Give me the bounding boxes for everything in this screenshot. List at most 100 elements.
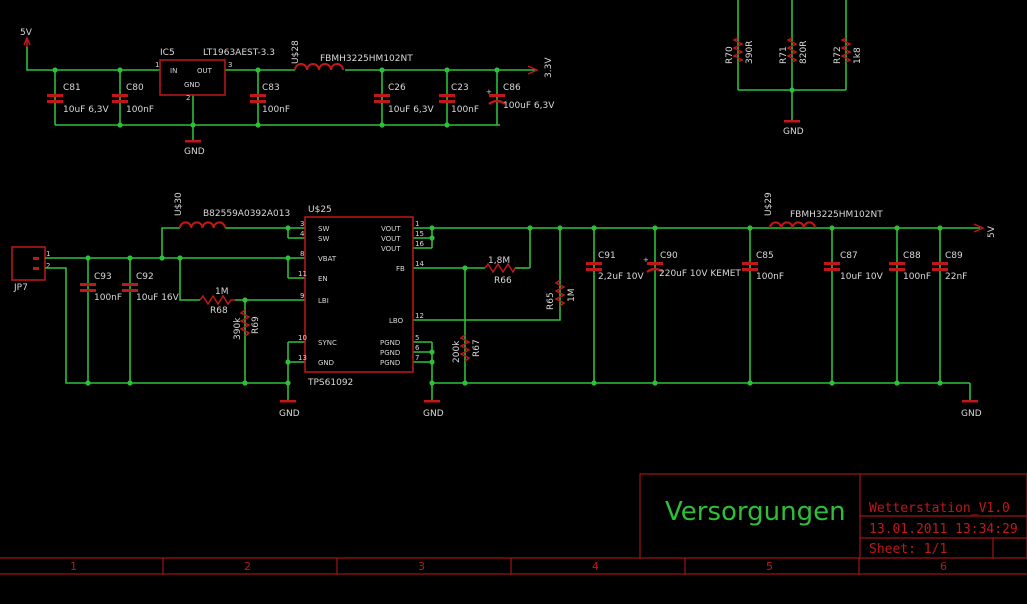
svg-text:PGND: PGND xyxy=(380,349,400,357)
svg-text:100nF: 100nF xyxy=(126,105,154,115)
r68-ref: R68 xyxy=(210,306,228,316)
svg-text:8: 8 xyxy=(300,250,304,258)
svg-text:C90: C90 xyxy=(660,251,678,261)
svg-text:4: 4 xyxy=(300,230,305,238)
timestamp: 13.01.2011 13:34:29 xyxy=(869,522,1018,537)
svg-text:7: 7 xyxy=(415,354,419,362)
svg-text:11: 11 xyxy=(298,270,307,278)
regulator-section: 5V IC5 LT1963AEST-3.3 IN xyxy=(20,28,555,157)
column-label: 6 xyxy=(940,560,947,573)
svg-text:C89: C89 xyxy=(945,251,963,261)
svg-text:16: 16 xyxy=(415,240,424,248)
capacitor-c80: C80 100nF xyxy=(112,83,154,115)
pin-num: 1 xyxy=(155,61,159,69)
supply-arrow-5v xyxy=(973,223,985,233)
capacitor-c85: C85 100nF xyxy=(742,251,784,282)
ic5-body xyxy=(159,59,226,96)
svg-text:2,2uF 10V: 2,2uF 10V xyxy=(598,272,645,282)
title-block xyxy=(639,473,1027,559)
supply-arrow-33v xyxy=(527,65,539,75)
svg-text:C92: C92 xyxy=(136,272,154,282)
r65-value: 1M xyxy=(567,289,577,303)
r68-value: 1M xyxy=(215,287,229,297)
svg-text:VBAT: VBAT xyxy=(318,255,337,263)
svg-text:GND: GND xyxy=(279,409,300,419)
r66-value: 1,8M xyxy=(488,256,510,266)
svg-text:100nF: 100nF xyxy=(451,105,479,115)
svg-text:10uF 6,3V: 10uF 6,3V xyxy=(63,105,110,115)
svg-text:EN: EN xyxy=(318,275,328,283)
u25-ref: U$25 xyxy=(308,205,332,215)
svg-text:PGND: PGND xyxy=(380,339,400,347)
u25-value: TPS61092 xyxy=(307,378,353,388)
capacitor-c23: C23 100nF xyxy=(439,83,479,115)
svg-text:C23: C23 xyxy=(451,83,469,93)
pin-num: 2 xyxy=(186,94,190,102)
column-label: 1 xyxy=(70,560,77,573)
column-label: 2 xyxy=(244,560,251,573)
sheet-number: Sheet: 1/1 xyxy=(869,542,947,557)
capacitor-c26: C26 10uF 6,3V xyxy=(374,83,435,115)
u28-value: FBMH3225HM102NT xyxy=(320,54,413,64)
net-label-5v: 5V xyxy=(20,28,33,38)
svg-text:2: 2 xyxy=(46,262,50,270)
svg-text:100nF: 100nF xyxy=(903,272,931,282)
resistor-r66 xyxy=(484,262,516,274)
svg-text:9: 9 xyxy=(300,292,304,300)
capacitor-c92: C92 10uF 16V xyxy=(122,272,180,303)
svg-text:10uF 6,3V: 10uF 6,3V xyxy=(388,105,435,115)
svg-text:3: 3 xyxy=(300,220,304,228)
u30-value: B82559A0392A013 xyxy=(203,209,290,219)
svg-text:10uF 16V: 10uF 16V xyxy=(136,293,180,303)
svg-text:SW: SW xyxy=(318,235,329,243)
svg-text:C26: C26 xyxy=(388,83,406,93)
inductor-u28 xyxy=(294,63,344,71)
svg-text:VOUT: VOUT xyxy=(381,245,401,253)
svg-text:FB: FB xyxy=(396,265,405,273)
r72-value: 1k8 xyxy=(853,47,863,64)
resistor-divider: R70 390R R71 820R R72 1k8 GND xyxy=(725,0,863,137)
svg-text:100nF: 100nF xyxy=(262,105,290,115)
svg-text:1: 1 xyxy=(46,250,50,258)
jp7-ref: JP7 xyxy=(13,283,28,293)
svg-text:12: 12 xyxy=(415,312,424,320)
svg-text:100nF: 100nF xyxy=(756,272,784,282)
svg-text:C86: C86 xyxy=(503,83,521,93)
r69-ref: R69 xyxy=(251,316,261,334)
resistor-r67 xyxy=(459,334,471,362)
inductor-u30 xyxy=(179,221,226,229)
junctions-bottom xyxy=(85,225,943,386)
svg-text:C85: C85 xyxy=(756,251,774,261)
ic5-value: LT1963AEST-3.3 xyxy=(203,48,275,58)
svg-text:C93: C93 xyxy=(94,272,112,282)
capacitor-c90: + C90 220uF 10V KEMET xyxy=(643,251,741,279)
wire xyxy=(26,47,160,71)
svg-text:220uF 10V KEMET: 220uF 10V KEMET xyxy=(659,269,741,279)
svg-text:6: 6 xyxy=(415,344,420,352)
svg-text:C81: C81 xyxy=(63,83,81,93)
svg-text:100nF: 100nF xyxy=(94,293,122,303)
r65-ref: R65 xyxy=(546,292,556,310)
sheet-title: Versorgungen xyxy=(665,497,846,527)
svg-text:15: 15 xyxy=(415,230,424,238)
pin-out: OUT xyxy=(197,67,213,75)
boost-section: JP7 1 2 xyxy=(11,192,997,419)
pin-num: 3 xyxy=(228,61,232,69)
svg-text:C87: C87 xyxy=(840,251,858,261)
capacitor-c86: + C86 100uF 6,3V xyxy=(486,83,555,111)
r71-value: 820R xyxy=(799,41,809,64)
capacitor-c87: C87 10uF 10V xyxy=(824,251,884,282)
column-label: 3 xyxy=(418,560,425,573)
junctions-top xyxy=(52,67,500,128)
capacitor-c88: C88 100nF xyxy=(889,251,931,282)
svg-text:GND: GND xyxy=(318,359,334,367)
svg-text:10: 10 xyxy=(298,334,307,342)
svg-text:GND: GND xyxy=(184,147,205,157)
u30-ref: U$30 xyxy=(174,192,184,216)
svg-text:14: 14 xyxy=(415,260,424,268)
u28-ref: U$28 xyxy=(291,40,301,64)
svg-text:C88: C88 xyxy=(903,251,921,261)
u29-ref: U$29 xyxy=(764,192,774,216)
svg-text:10uF 10V: 10uF 10V xyxy=(840,272,884,282)
svg-text:SW: SW xyxy=(318,225,329,233)
